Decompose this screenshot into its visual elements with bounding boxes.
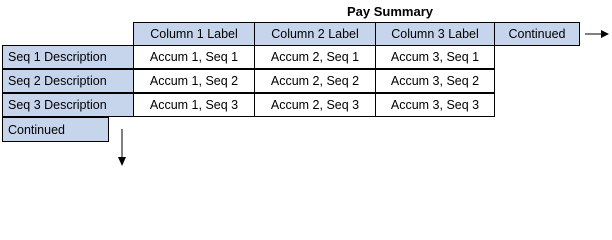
table-cell: Accum 1, Seq 2 xyxy=(133,69,255,93)
table-cell: Accum 2, Seq 1 xyxy=(254,45,376,69)
row-header-2: Seq 2 Description xyxy=(2,69,134,93)
diagram-title: Pay Summary xyxy=(347,4,433,19)
column-header-2: Column 2 Label xyxy=(254,22,376,46)
column-header-1: Column 1 Label xyxy=(133,22,255,46)
table-cell: Accum 3, Seq 1 xyxy=(375,45,495,69)
table-cell: Accum 3, Seq 2 xyxy=(375,69,495,93)
column-header-3: Column 3 Label xyxy=(375,22,495,46)
table-cell: Accum 1, Seq 3 xyxy=(133,93,255,117)
row-header-3: Seq 3 Description xyxy=(2,93,134,117)
row-continued-label: Continued xyxy=(2,117,109,142)
right-arrow-icon xyxy=(585,30,609,38)
row-header-1: Seq 1 Description xyxy=(2,45,134,69)
table-cell: Accum 1, Seq 1 xyxy=(133,45,255,69)
column-continued-label: Continued xyxy=(494,22,580,46)
table-cell: Accum 3, Seq 3 xyxy=(375,93,495,117)
down-arrow-icon xyxy=(118,129,126,166)
table-cell: Accum 2, Seq 2 xyxy=(254,69,376,93)
table-cell: Accum 2, Seq 3 xyxy=(254,93,376,117)
